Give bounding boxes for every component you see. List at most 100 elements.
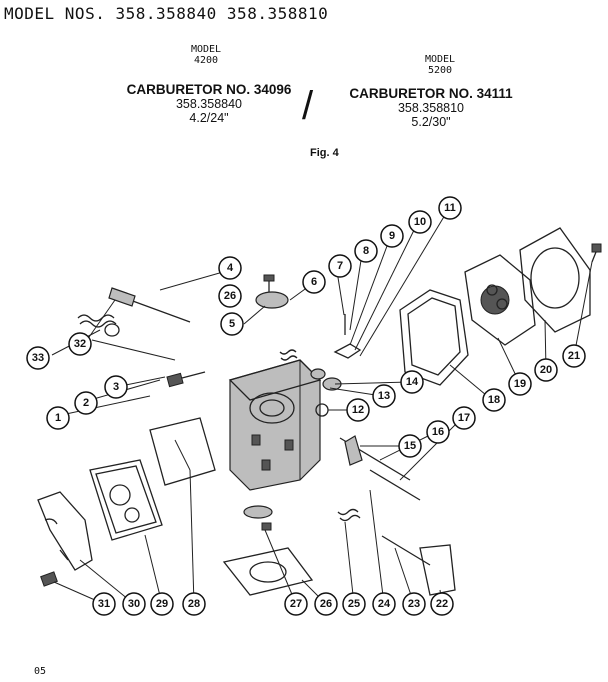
callout-10: 10 (408, 210, 432, 234)
callout-27: 27 (284, 592, 308, 616)
svg-text:4: 4 (227, 262, 234, 274)
svg-text:23: 23 (408, 598, 420, 610)
svg-text:12: 12 (352, 404, 364, 416)
leader-lines (51, 209, 593, 605)
spring-small (279, 349, 298, 361)
svg-text:22: 22 (436, 598, 448, 610)
svg-text:17: 17 (458, 412, 470, 424)
svg-text:6: 6 (311, 276, 317, 288)
svg-text:26: 26 (320, 598, 332, 610)
callout-22: 22 (430, 592, 454, 616)
pump-gasket-small (149, 417, 216, 486)
svg-text:2: 2 (83, 397, 89, 409)
callout-30: 30 (122, 592, 146, 616)
throttle-shaft (108, 287, 191, 323)
left-spec: 4.2/24" (189, 111, 229, 125)
callout-24: 24 (372, 592, 396, 616)
adjustment-needle-high (339, 435, 411, 481)
callout-19: 19 (508, 372, 532, 396)
gasket-diaphragm (399, 289, 469, 386)
bottom-screw-disc (243, 505, 273, 531)
svg-text:29: 29 (156, 598, 168, 610)
svg-text:5: 5 (229, 318, 235, 330)
lever-small (333, 343, 362, 359)
screw-and-disc (255, 274, 289, 309)
callout-28: 28 (182, 592, 206, 616)
callout-25: 25 (342, 592, 366, 616)
svg-text:24: 24 (378, 598, 391, 610)
left-carburetor-no: CARBURETOR NO. 34096 (126, 82, 292, 97)
right-carburetor-no: CARBURETOR NO. 34111 (349, 86, 513, 101)
svg-text:14: 14 (406, 376, 419, 388)
callout-1: 1 (46, 406, 70, 430)
needle-spring (337, 508, 361, 522)
nozzle-parts (310, 368, 342, 417)
carburetor-body (228, 359, 322, 491)
svg-text:31: 31 (98, 598, 110, 610)
callout-2: 2 (74, 391, 98, 415)
callout-33: 33 (26, 346, 50, 370)
pump-screw (40, 571, 58, 587)
svg-text:28: 28 (188, 598, 200, 610)
idle-screw (166, 371, 206, 388)
metering-diaphragm (464, 254, 536, 346)
svg-text:3: 3 (113, 381, 119, 393)
figure-label: Fig. 4 (310, 147, 339, 159)
callout-29: 29 (150, 592, 174, 616)
right-carburetor-block: CARBURETOR NO. 34111 358.358810 5.2/30" (340, 86, 522, 129)
right-part-number: 358.358810 (397, 101, 465, 115)
callout-15: 15 (398, 434, 422, 458)
right-model-word: MODEL (424, 54, 456, 65)
callout-17: 17 (452, 406, 476, 430)
model-separator-slash: / (302, 84, 314, 128)
callout-18: 18 (482, 388, 506, 412)
left-model-word: MODEL (190, 44, 222, 55)
right-model-number: 5200 (427, 65, 453, 76)
svg-text:25: 25 (348, 598, 360, 610)
pump-diaphragm-bracket (37, 491, 93, 571)
callout-31: 31 (92, 592, 116, 616)
callout-11: 11 (438, 196, 462, 220)
svg-text:20: 20 (540, 364, 552, 376)
callout-12: 12 (346, 398, 370, 422)
svg-text:13: 13 (378, 390, 390, 402)
right-spec: 5.2/30" (411, 115, 451, 129)
cover-screw (591, 243, 602, 263)
callout-5: 5 (220, 312, 244, 336)
model-numbers-header: MODEL NOS. 358.358840 358.358810 (4, 4, 329, 23)
callout-21: 21 (562, 344, 586, 368)
svg-text:10: 10 (414, 216, 426, 228)
callout-16: 16 (426, 420, 450, 444)
callout-32: 32 (68, 332, 92, 356)
callout-9: 9 (380, 224, 404, 248)
callout-8: 8 (354, 239, 378, 263)
bottom-gasket (222, 547, 314, 596)
svg-text:27: 27 (290, 598, 302, 610)
svg-text:26: 26 (224, 290, 236, 302)
callout-3: 3 (104, 375, 128, 399)
svg-text:16: 16 (432, 426, 444, 438)
right-model-label: MODEL 5200 (420, 54, 460, 76)
callout-6: 6 (302, 270, 326, 294)
svg-text:11: 11 (444, 202, 456, 214)
svg-text:8: 8 (363, 245, 369, 257)
callout-7: 7 (328, 254, 352, 278)
callout-26-bottom: 26 (314, 592, 338, 616)
svg-text:1: 1 (55, 412, 61, 424)
adjustment-needle-low (369, 469, 421, 501)
diaphragm-cover (519, 227, 591, 333)
left-part-number: 358.358840 (175, 97, 243, 111)
callout-23: 23 (402, 592, 426, 616)
idle-adjust-bracket (381, 535, 456, 596)
svg-text:32: 32 (74, 338, 86, 350)
callout-20: 20 (534, 358, 558, 382)
left-carburetor-block: CARBURETOR NO. 34096 358.358840 4.2/24" (118, 82, 300, 125)
callout-26-top: 26 (218, 284, 242, 308)
svg-text:33: 33 (32, 352, 44, 364)
callout-14: 14 (400, 370, 424, 394)
left-model-label: MODEL 4200 (186, 44, 226, 66)
svg-text:18: 18 (488, 394, 500, 406)
left-model-number: 4200 (193, 55, 219, 66)
svg-text:7: 7 (337, 260, 343, 272)
